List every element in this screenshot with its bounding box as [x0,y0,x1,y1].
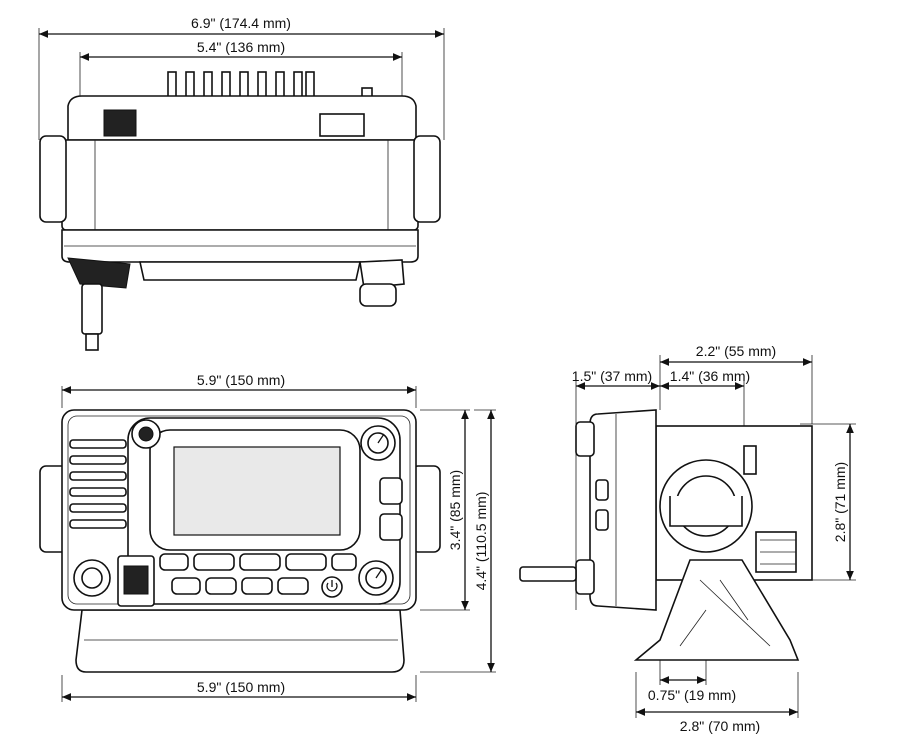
lcd-display [173,446,341,536]
dim-label-side-rear-depth: 1.4" (36 mm) [670,368,750,384]
dim-front-width-top: 5.9" (150 mm) [61,372,417,408]
key[interactable] [239,553,281,571]
dim-label-side-height: 2.8" (71 mm) [832,462,848,542]
side-antenna-connector [743,445,757,475]
front-mounting-bracket [75,609,405,673]
speaker-grille [69,439,127,529]
dim-side-rear-depth: 1.4" (36 mm) [660,368,750,430]
dim-side-height: 2.8" (71 mm) [800,423,856,581]
dim-label-front-width-top: 5.9" (150 mm) [197,372,285,388]
side-front-bezel [589,409,657,611]
dim-front-width-bottom: 5.9" (150 mm) [61,675,417,702]
dim-label-front-overall-height: 4.4" (110.5 mm) [473,492,489,591]
key[interactable] [205,577,237,595]
side-view: 2.2" (55 mm) 1.5" (37 mm) 1.4" (36 mm) 2… [519,343,856,734]
side-bottom-knob [575,559,595,595]
side-mic-cable [519,566,577,582]
dim-label-side-bracket-offset: 0.75" (19 mm) [648,687,736,703]
key[interactable] [331,553,357,571]
dim-side-bracket-offset: 0.75" (19 mm) [648,640,736,703]
dim-side-bracket-width: 2.8" (70 mm) [635,672,799,734]
right-bracket-knob [413,135,441,223]
mic-hanger [67,257,131,289]
dim-label-side-front-depth: 1.5" (37 mm) [572,368,652,384]
dim-overall-width: 6.9" (174.4 mm) [38,15,445,140]
rear-connector [103,109,137,137]
front-view: 5.9" (150 mm) 5.9" (150 mm) 3.4" (85 mm)… [39,372,496,702]
side-button-upper[interactable] [379,477,403,505]
key[interactable] [285,553,327,571]
left-bracket-knob [39,135,67,223]
dim-label-side-depth-total: 2.2" (55 mm) [696,343,776,359]
dim-label-front-width-bottom: 5.9" (150 mm) [197,679,285,695]
side-top-knob [575,421,595,457]
top-front-knob [359,283,397,307]
key[interactable] [171,577,201,595]
dim-front-overall-height: 4.4" (110.5 mm) [420,409,496,673]
side-bracket [633,559,800,661]
top-front-lip [139,261,361,281]
top-view: 6.9" (174.4 mm) 5.4" (136 mm) [38,15,445,351]
key[interactable] [159,553,189,571]
dim-label-body-width: 5.4" (136 mm) [197,39,285,55]
rear-plug [319,113,365,137]
key[interactable] [277,577,309,595]
dim-label-front-body-height: 3.4" (85 mm) [447,470,463,550]
mic-cable [85,333,99,351]
dim-label-overall-width: 6.9" (174.4 mm) [191,15,291,31]
power-icon [326,582,338,592]
distress-button-core [138,426,154,442]
dim-front-body-height: 3.4" (85 mm) [420,409,470,611]
mic-hanger-slot [123,565,149,595]
side-button-lower[interactable] [379,513,403,541]
top-main-body [61,139,419,231]
dim-body-width: 5.4" (136 mm) [79,39,403,100]
key[interactable] [193,553,235,571]
keypad-row-lower [171,577,309,595]
mic-cable-strain [81,283,103,335]
key[interactable] [241,577,273,595]
dim-label-side-bracket-width: 2.8" (70 mm) [680,718,760,734]
keypad-row-upper [159,553,357,571]
